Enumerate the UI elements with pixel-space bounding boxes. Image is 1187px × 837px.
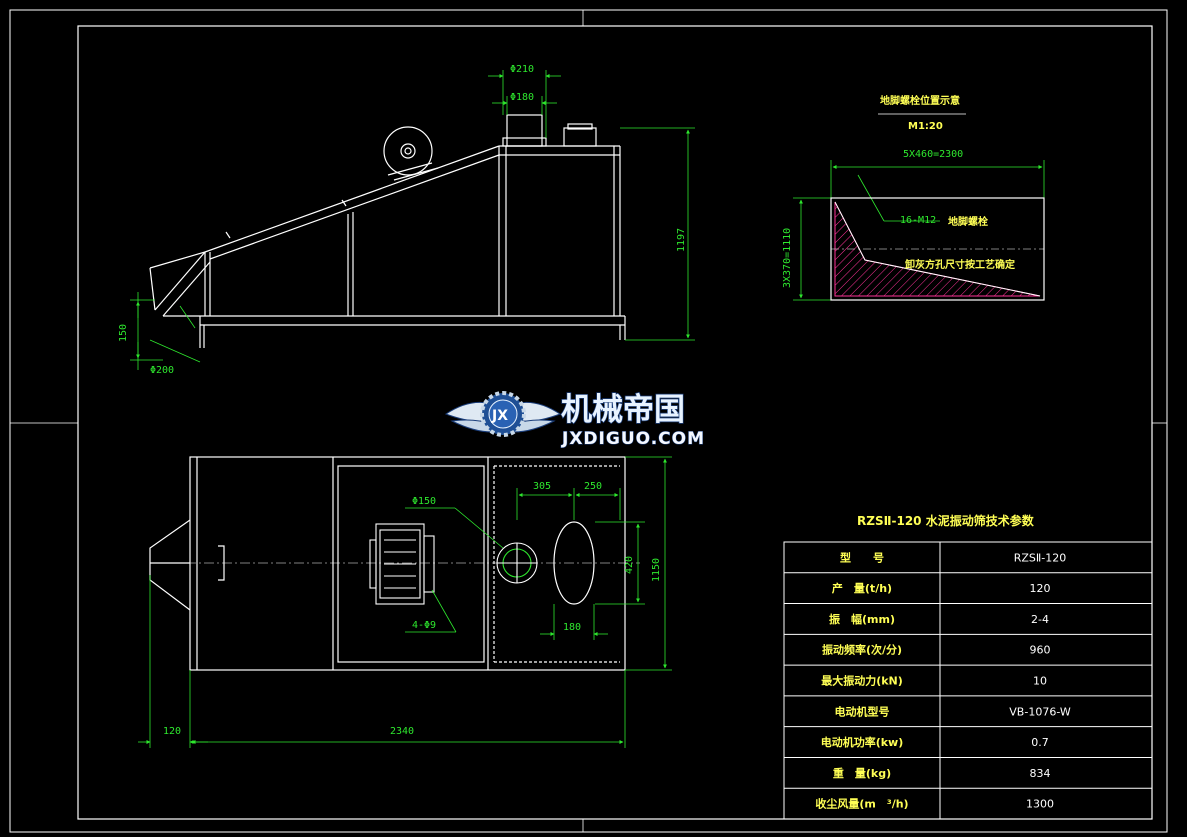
- oval-width-dim: 180: [563, 622, 581, 633]
- watermark-cn-text: 机械帝国: [561, 392, 685, 428]
- table-row-value: 2-4: [1031, 613, 1049, 626]
- table-row-value: RZSⅡ-120: [1014, 551, 1067, 564]
- table-row-value: 0.7: [1031, 736, 1049, 749]
- port-spacing-dim: 250: [584, 481, 602, 492]
- outlet-oval: [553, 521, 595, 605]
- anchor-height-dim: 3X370=1110: [782, 228, 793, 288]
- table-row-value: 834: [1030, 767, 1051, 780]
- port-height-dim: 420: [624, 556, 635, 574]
- outlet-outer-dia: Φ210: [510, 64, 534, 75]
- outlet-port: [496, 542, 538, 584]
- bolt-label: 地脚螺栓: [948, 215, 988, 228]
- screen-housing: [149, 145, 621, 317]
- spec-table-grid: [783, 541, 1153, 820]
- vibration-motor: [383, 126, 439, 181]
- table-row-value: 960: [1030, 644, 1051, 657]
- top-plan-view: 305 250 Φ150 420 1150 180 4-Φ9 120 2340: [138, 456, 672, 748]
- watermark-badge: JX: [491, 408, 508, 424]
- inlet-length-dim: 120: [163, 726, 181, 737]
- table-row-value: 10: [1033, 675, 1047, 688]
- inlet-dia-dim: Φ200: [150, 365, 174, 376]
- table-row-key: 型 号: [840, 550, 884, 564]
- table-row-key: 振 幅(mm): [829, 612, 895, 626]
- top-view-outline: [149, 456, 626, 671]
- spec-table: RZSⅡ-120 水泥振动筛技术参数 型 号 RZSⅡ-120 产 量(t/h) 12…: [783, 513, 1153, 820]
- side-dimensions: [130, 70, 695, 370]
- base-frame: [199, 315, 626, 348]
- table-row-key: 收尘风量(m ³/h): [815, 797, 908, 811]
- table-row-key: 产 量(t/h): [832, 581, 892, 595]
- watermark-logo: JX 机械帝国 JXDIGUO.COM: [444, 391, 705, 450]
- side-elevation-view: Φ210 Φ180 1197 150 Φ200: [118, 64, 695, 376]
- table-row-key: 重 量(kg): [833, 766, 891, 780]
- inlet-height-dim: 150: [118, 324, 129, 342]
- watermark-en-text: JXDIGUO.COM: [561, 429, 705, 449]
- table-row-value: VB-1076-W: [1009, 705, 1071, 718]
- motor-plan: [369, 523, 435, 605]
- port-dia-dim: Φ150: [412, 496, 436, 507]
- top-outlets: [502, 114, 597, 147]
- hole-size-note: 卸灰方孔尺寸按工艺确定: [905, 258, 1015, 271]
- table-row-key: 电动机型号: [835, 704, 890, 718]
- top-view-dimensions: [138, 456, 672, 748]
- anchor-plan-title: 地脚螺栓位置示意: [880, 94, 960, 107]
- outlet-inner-dia: Φ180: [510, 92, 534, 103]
- sheet-frame: [9, 9, 1168, 833]
- anchor-width-dim: 5X460=2300: [903, 149, 963, 160]
- table-row-key: 振动频率(次/分): [822, 643, 902, 657]
- spec-table-title: RZSⅡ-120 水泥振动筛技术参数: [857, 513, 1035, 528]
- bolt-callout: 16-M12: [900, 215, 936, 226]
- port-offset-dim: 305: [533, 481, 551, 492]
- motor-holes-dim: 4-Φ9: [412, 620, 436, 631]
- table-row-key: 电动机功率(kw): [821, 735, 904, 749]
- table-row-key: 最大振动力(kN): [821, 674, 903, 688]
- overall-width-dim: 1150: [651, 558, 662, 582]
- wing-emblem-icon: JX: [444, 391, 562, 437]
- anchor-plan-dimensions: [793, 160, 1045, 301]
- overall-height-dim: 1197: [676, 228, 687, 252]
- anchor-bolt-plan: 地脚螺栓位置示意 M1:20 5X460=2300 3X370=1110 16-…: [782, 94, 1045, 301]
- anchor-plan-scale: M1:20: [908, 121, 943, 132]
- overall-length-dim: 2340: [390, 726, 414, 737]
- table-row-value: 120: [1030, 582, 1051, 595]
- table-row-value: 1300: [1026, 798, 1054, 811]
